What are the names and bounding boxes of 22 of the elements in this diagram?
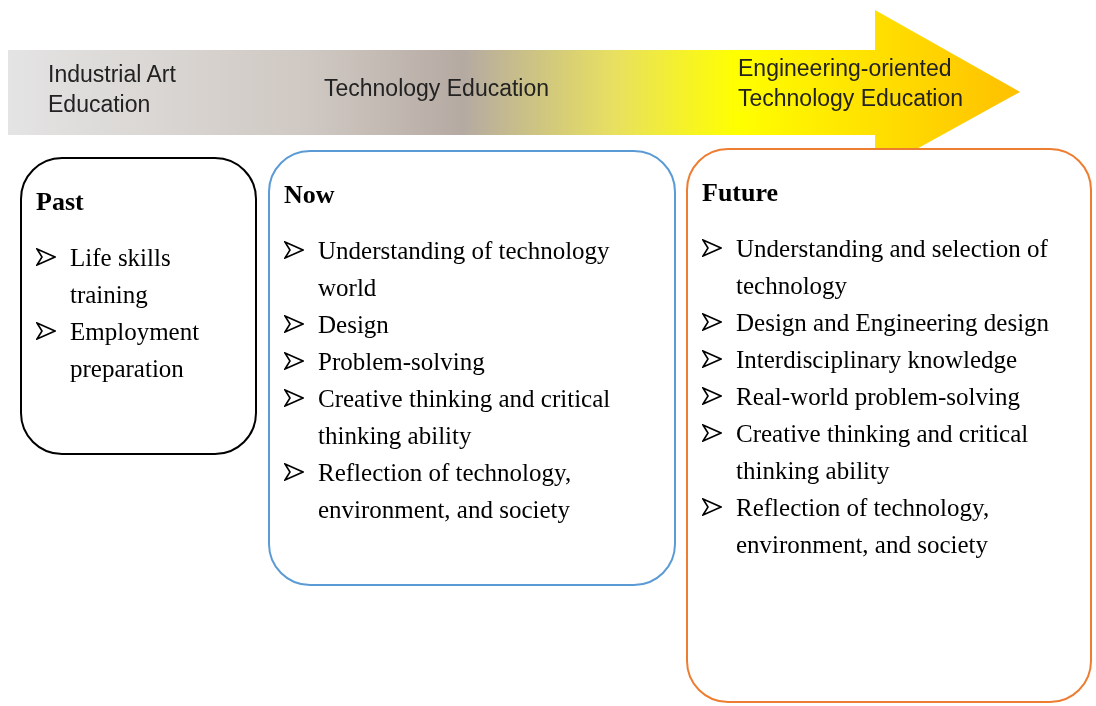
bullet-text: Understanding and selection of technology xyxy=(736,234,1049,301)
stage-label: Engineering-oriented Technology Education xyxy=(738,54,965,113)
box-heading: Now xyxy=(284,180,335,210)
bullet-text: Design xyxy=(318,310,390,340)
box-heading: Future xyxy=(702,178,779,208)
bullet-text: Creative thinking and critical thinking ability xyxy=(318,384,612,451)
rounded-box xyxy=(268,150,676,586)
bullet-text: Understanding of technology world xyxy=(318,236,611,303)
bullet-text: Real-world problem-solving xyxy=(736,382,1021,412)
bullet-text: Reflection of technology, environment, and society xyxy=(736,493,991,560)
bullet-text: Problem-solving xyxy=(318,347,486,377)
bullet-text: Creative thinking and critical thinking ability xyxy=(736,419,1030,486)
bullet-text: Life skills training xyxy=(70,243,172,310)
bullet-text: Reflection of technology, environment, and society xyxy=(318,458,573,525)
stage-label: Industrial Art Education xyxy=(48,60,177,119)
bullet-text: Interdisciplinary knowledge xyxy=(736,345,1019,375)
bullet-text: Employment preparation xyxy=(70,317,201,384)
stage-label: Technology Education xyxy=(324,74,551,103)
bullet-text: Design and Engineering design xyxy=(736,308,1051,338)
rounded-box xyxy=(20,157,257,455)
box-heading: Past xyxy=(36,187,84,217)
rounded-box xyxy=(686,148,1092,703)
